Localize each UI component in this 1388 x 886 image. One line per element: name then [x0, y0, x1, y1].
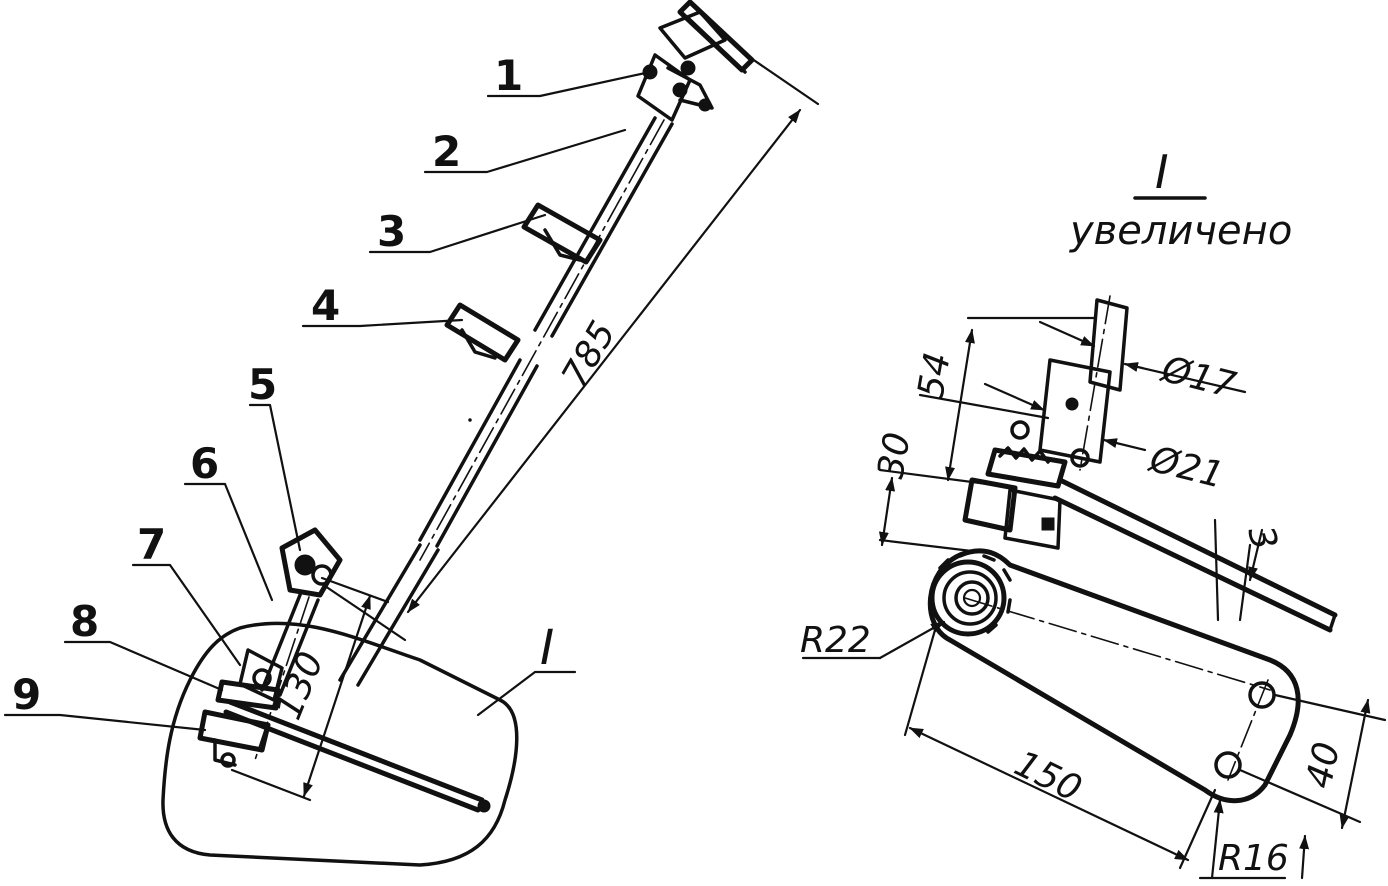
lower-joint-5 — [279, 527, 343, 598]
detail-subtitle: увеличено — [1069, 208, 1292, 254]
dim-3-label: 3 — [1239, 522, 1285, 555]
top-mount-plate — [658, 0, 755, 74]
dim-130 — [230, 576, 390, 802]
dim-150-label: 150 — [1008, 743, 1088, 810]
gear-housing — [215, 648, 284, 711]
dim-30-label: 30 — [870, 429, 918, 481]
dim-54-30: 54 30 — [870, 316, 1097, 554]
callout-2: 2 — [432, 127, 461, 176]
dim-130-label: 130 — [268, 646, 332, 725]
steering-assembly: 1 2 3 4 5 6 7 8 9 I 785 130 — [3, 0, 820, 867]
detail-title: I — [1155, 145, 1169, 199]
callout-5: 5 — [248, 360, 277, 409]
callout-4: 4 — [311, 281, 340, 330]
dim-d17-label: Ø17 — [1156, 348, 1240, 406]
callout-3: 3 — [377, 207, 406, 256]
dim-r16-label: R16 — [1218, 838, 1289, 879]
steering-shaft — [338, 116, 674, 687]
bearing-3 — [521, 202, 603, 265]
upper-joint — [636, 53, 714, 122]
callout-8: 8 — [70, 597, 99, 646]
leader-lines — [3, 70, 652, 732]
dim-785-label: 785 — [554, 314, 624, 394]
callout-6: 6 — [190, 439, 219, 488]
callout-7: 7 — [137, 520, 166, 569]
dim-d21-label: Ø21 — [1144, 438, 1228, 496]
detail-gear-base — [962, 446, 1068, 550]
dim-40-label: 40 — [1299, 739, 1349, 792]
callout-9: 9 — [12, 670, 41, 719]
detail-enclosure — [161, 621, 519, 867]
view-ref-label: I — [540, 620, 554, 676]
dim-54-label: 54 — [910, 349, 958, 401]
dim-r22-label: R22 — [800, 620, 871, 661]
bearing-4 — [444, 302, 521, 363]
dim-r16: R16 — [1198, 798, 1310, 880]
lever-arm-9 — [197, 699, 491, 813]
dim-r22: R22 — [800, 620, 946, 661]
detail-shaft — [1010, 295, 1129, 471]
detail-rod — [1052, 477, 1338, 633]
detail-view: I увеличено — [800, 145, 1387, 880]
callout-1: 1 — [494, 51, 523, 100]
dim-150: 150 — [903, 628, 1217, 870]
detail-gear-wheel — [929, 550, 1012, 637]
dim-40: 40 — [1238, 693, 1387, 830]
dim-d17: Ø17 — [1038, 320, 1247, 407]
